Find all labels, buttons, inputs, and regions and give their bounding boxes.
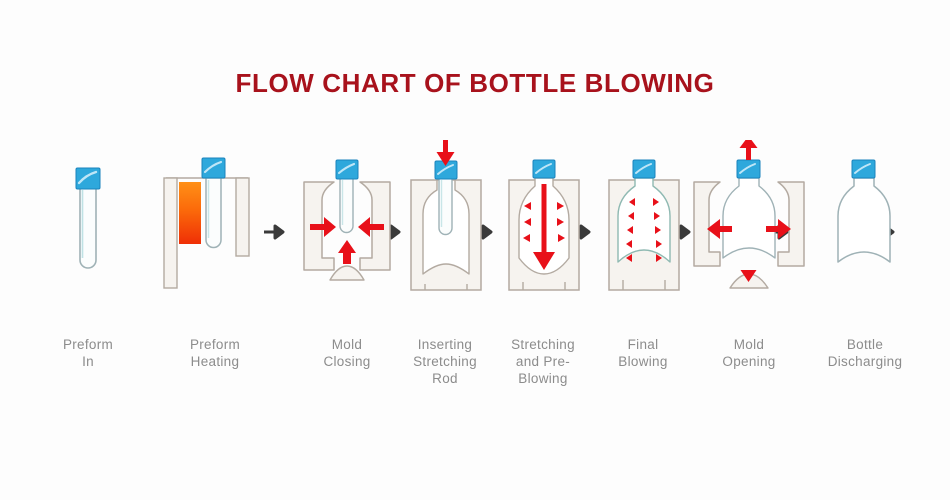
mold-closing-illustration xyxy=(303,159,391,281)
stretching-pre-blowing-illustration xyxy=(508,159,580,291)
step-label: Mold Opening xyxy=(722,337,776,369)
step-bottle-discharging: Bottle Discharging xyxy=(790,140,940,390)
step-preform-in: Preform In xyxy=(18,140,158,390)
step-mold-opening: Mold Opening xyxy=(684,140,814,390)
step-label: Final Blowing xyxy=(618,337,668,369)
finished-bottle-illustration xyxy=(837,159,891,263)
step-preform-heating: Preform Heating xyxy=(140,140,290,390)
step-mold-closing: Mold Closing xyxy=(282,140,412,390)
step-label: Bottle Discharging xyxy=(827,337,903,369)
step-label: Preform In xyxy=(62,337,114,369)
connector-arrow-icon xyxy=(264,224,285,240)
page-title: FLOW CHART OF BOTTLE BLOWING xyxy=(235,68,715,98)
preform-illustration xyxy=(75,167,101,269)
inserting-rod-illustration xyxy=(410,140,482,291)
step-inserting-stretching-rod: Inserting Stretching Rod xyxy=(385,140,505,390)
step-label: Mold Closing xyxy=(323,337,371,369)
final-blowing-illustration xyxy=(608,159,680,291)
step-label: Stretching and Pre- Blowing xyxy=(511,337,575,386)
step-stretching-pre-blowing: Stretching and Pre- Blowing xyxy=(483,140,603,390)
step-label: Preform Heating xyxy=(189,337,241,369)
step-final-blowing: Final Blowing xyxy=(583,140,703,390)
preform-heating-illustration xyxy=(163,157,250,289)
step-label: Inserting Stretching Rod xyxy=(413,337,477,386)
mold-opening-illustration xyxy=(693,140,805,289)
